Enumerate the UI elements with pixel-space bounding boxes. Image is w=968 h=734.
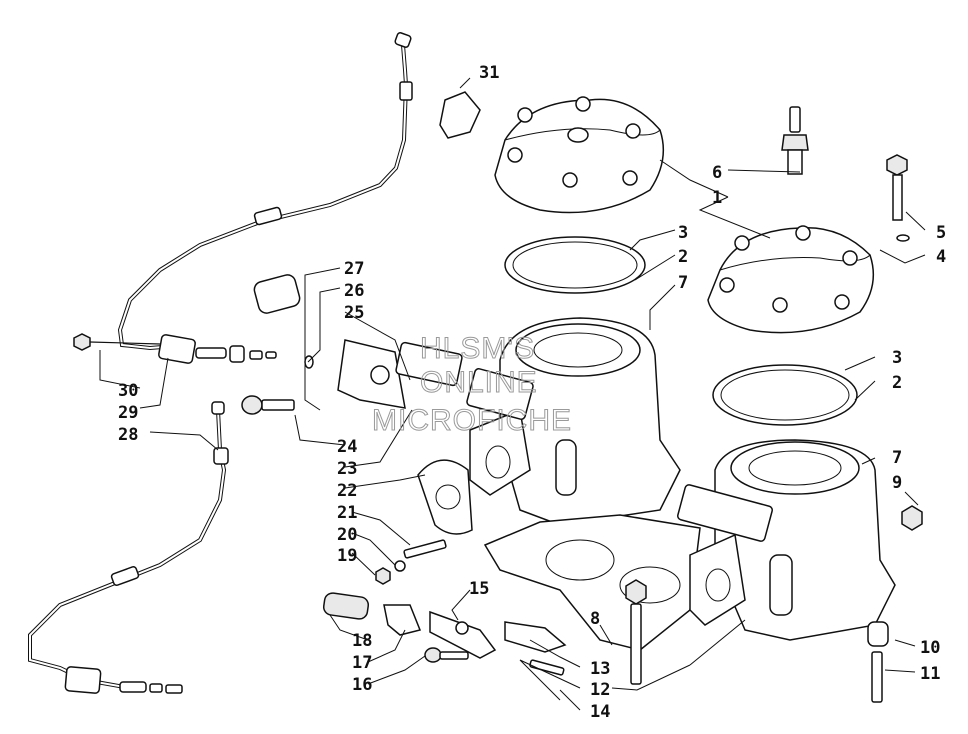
watermark-line-2: ONLINE xyxy=(420,366,538,399)
spark-plug xyxy=(781,106,809,175)
cylinder-right xyxy=(677,439,896,641)
head-gasket-right xyxy=(712,364,858,426)
throttle-cable-upper xyxy=(117,32,413,369)
bolt-12 xyxy=(625,579,647,685)
callout-20: 20 xyxy=(337,525,357,545)
callout-2-upper: 2 xyxy=(678,247,688,267)
callout-22: 22 xyxy=(337,481,357,501)
callout-29: 29 xyxy=(118,403,138,423)
watermark: HLSM'S ONLINE MICROFICHE xyxy=(372,332,572,438)
callout-labels: 31 6 1 3 2 7 5 4 3 2 7 9 10 11 27 26 25 … xyxy=(118,63,946,722)
callout-13: 13 xyxy=(590,659,610,679)
callout-16: 16 xyxy=(352,675,372,695)
callout-1: 1 xyxy=(712,188,722,208)
sleeve-10 xyxy=(867,621,889,647)
callout-15: 15 xyxy=(469,579,489,599)
callout-2-lower: 2 xyxy=(892,373,902,393)
cam-13 xyxy=(504,621,567,653)
callout-4: 4 xyxy=(936,247,946,267)
callout-7-upper: 7 xyxy=(678,273,688,293)
callout-14: 14 xyxy=(590,702,610,722)
callout-10: 10 xyxy=(920,638,940,658)
callout-28: 28 xyxy=(118,425,138,445)
callout-5: 5 xyxy=(936,223,946,243)
callout-21: 21 xyxy=(337,503,357,523)
callout-30: 30 xyxy=(118,381,138,401)
callout-23: 23 xyxy=(337,459,357,479)
callout-26: 26 xyxy=(344,281,364,301)
leader-lines xyxy=(99,77,926,711)
head-bolt xyxy=(886,154,910,242)
cylinder-head-left xyxy=(494,96,665,214)
cylinder-head-right xyxy=(707,225,875,334)
callout-6: 6 xyxy=(712,163,722,183)
bolt-24 xyxy=(241,395,295,415)
bolt-14 xyxy=(529,659,565,676)
callout-12: 12 xyxy=(590,680,610,700)
throttle-cable-lower xyxy=(28,401,229,694)
link-15 xyxy=(429,610,497,659)
callout-11: 11 xyxy=(920,664,940,684)
nut-9 xyxy=(901,505,923,531)
intake-spacer-27 xyxy=(253,274,301,314)
stud-washer-nut xyxy=(375,539,447,585)
callout-17: 17 xyxy=(352,653,372,673)
callout-18: 18 xyxy=(352,631,372,651)
spring-18 xyxy=(322,592,370,620)
base-gasket-8 xyxy=(483,514,701,651)
lever-17 xyxy=(383,604,422,636)
callout-8: 8 xyxy=(590,609,600,629)
screw-16 xyxy=(424,647,469,663)
callout-31: 31 xyxy=(479,63,499,83)
callout-7-lower: 7 xyxy=(892,448,902,468)
cable-end-bolt xyxy=(73,333,161,351)
stud-11 xyxy=(871,651,883,703)
callout-3-upper: 3 xyxy=(678,223,688,243)
callout-3-lower: 3 xyxy=(892,348,902,368)
callout-24: 24 xyxy=(337,437,357,457)
head-gasket-left xyxy=(504,236,646,294)
callout-27: 27 xyxy=(344,259,364,279)
exhaust-gasket-22 xyxy=(417,459,473,535)
callout-19: 19 xyxy=(337,546,357,566)
reed-valve-block xyxy=(337,339,463,409)
callout-9: 9 xyxy=(892,473,902,493)
callout-25: 25 xyxy=(344,303,364,323)
bracket-31 xyxy=(439,91,481,139)
watermark-line-3: MICROFICHE xyxy=(372,404,572,437)
cylinder-left xyxy=(466,317,681,526)
watermark-line-1: HLSM'S xyxy=(420,332,535,365)
